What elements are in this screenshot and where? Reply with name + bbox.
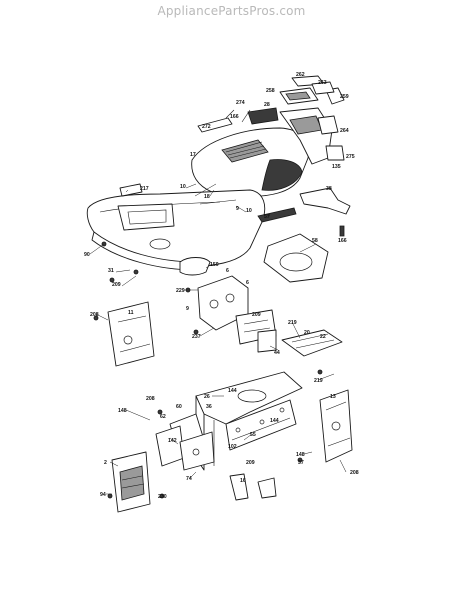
callout-229: 229 <box>176 288 185 294</box>
callout-44: 44 <box>274 350 280 356</box>
callout-58: 58 <box>312 238 318 244</box>
callout-263: 263 <box>318 80 327 86</box>
steering-bracket <box>155 425 185 467</box>
callout-16: 16 <box>240 478 246 484</box>
bracket-94 <box>257 477 277 499</box>
fender-deck <box>117 203 175 231</box>
callout-237: 237 <box>192 334 201 340</box>
frame-front-rail <box>225 399 297 451</box>
bracket-57 <box>257 207 297 223</box>
callout-11: 11 <box>128 310 134 316</box>
bracket-38 <box>299 187 351 215</box>
callout-148b: 148 <box>296 452 305 458</box>
callout-20: 20 <box>304 330 310 336</box>
callout-219b: 219 <box>314 378 323 384</box>
ignition-switch-159 <box>179 257 211 276</box>
callout-135: 135 <box>332 164 341 170</box>
hood-assembly <box>191 75 345 197</box>
right-panel <box>319 389 353 463</box>
callout-262: 262 <box>296 72 305 78</box>
callout-31: 31 <box>108 268 114 274</box>
dash-assembly <box>179 257 277 353</box>
callout-259: 259 <box>340 94 349 100</box>
callout-209c: 209 <box>246 460 255 466</box>
seat-bracket-217 <box>119 183 143 197</box>
callout-37: 37 <box>298 460 304 466</box>
callout-230: 230 <box>158 494 167 500</box>
callout-22: 22 <box>320 334 326 340</box>
callout-166b: 166 <box>338 238 347 244</box>
mount-plate-44 <box>257 329 277 353</box>
callout-26: 26 <box>204 394 210 400</box>
hood-bracket-275 <box>325 145 345 161</box>
callout-264: 264 <box>340 128 349 134</box>
callout-217: 217 <box>140 186 149 192</box>
callout-57: 57 <box>264 214 270 220</box>
footrest-plate <box>281 329 343 357</box>
callout-166: 166 <box>230 114 239 120</box>
left-panel <box>107 301 155 367</box>
callout-159: 159 <box>210 262 219 268</box>
callout-17: 17 <box>190 152 196 158</box>
callout-90: 90 <box>84 252 90 258</box>
callout-55: 55 <box>250 432 256 438</box>
callout-208b: 208 <box>146 396 155 402</box>
callout-209b: 209 <box>252 312 261 318</box>
callout-6b: 6 <box>246 280 249 286</box>
callout-258: 258 <box>266 88 275 94</box>
headlight-bracket <box>247 107 279 125</box>
small-parts <box>93 241 323 501</box>
callout-62: 62 <box>160 414 166 420</box>
callout-18: 18 <box>204 194 210 200</box>
fender-assembly <box>86 183 266 271</box>
callout-38: 38 <box>326 186 332 192</box>
callout-94: 94 <box>100 492 106 498</box>
callout-208c: 208 <box>350 470 359 476</box>
side-panel-11 <box>107 301 155 367</box>
callout-10b: 10 <box>246 208 252 214</box>
callout-9: 9 <box>236 206 239 212</box>
callout-10a: 10 <box>180 184 186 190</box>
seat-pivot-rod <box>194 183 237 205</box>
bracket-16 <box>229 473 249 501</box>
front-panel <box>111 451 151 513</box>
hood-insert-263 <box>311 81 335 95</box>
callout-272: 272 <box>202 124 211 130</box>
callout-144a: 144 <box>228 388 237 394</box>
callout-13: 13 <box>330 394 336 400</box>
hood-side-panel <box>261 159 303 191</box>
callout-36: 36 <box>206 404 212 410</box>
callout-60: 60 <box>176 404 182 410</box>
headlight-lens <box>317 115 339 135</box>
callout-209a: 209 <box>112 282 121 288</box>
callout-6a: 6 <box>226 268 229 274</box>
chassis-frame <box>155 371 303 471</box>
bolt-166b <box>339 225 345 237</box>
callout-142: 142 <box>168 438 177 444</box>
callout-144b: 144 <box>270 418 279 424</box>
watermark: AppliancePartsPros.com <box>157 4 306 18</box>
callout-274: 274 <box>236 100 245 106</box>
hood-bracket-272 <box>197 117 233 133</box>
callout-labels: 259 262 263 258 274 166 28 264 272 17 27… <box>84 72 359 500</box>
callout-28: 28 <box>264 102 270 108</box>
callout-2: 2 <box>104 460 107 466</box>
footrest <box>281 329 343 357</box>
dash-brackets <box>257 187 351 283</box>
callout-74: 74 <box>186 476 192 482</box>
callout-275: 275 <box>346 154 355 160</box>
callout-148: 148 <box>118 408 127 414</box>
fuel-cap-recess <box>149 238 171 250</box>
callout-208a: 208 <box>90 312 99 318</box>
leader-lines <box>89 183 347 495</box>
callout-102: 102 <box>228 444 237 450</box>
fender <box>86 189 266 267</box>
callout-9b: 9 <box>186 306 189 312</box>
